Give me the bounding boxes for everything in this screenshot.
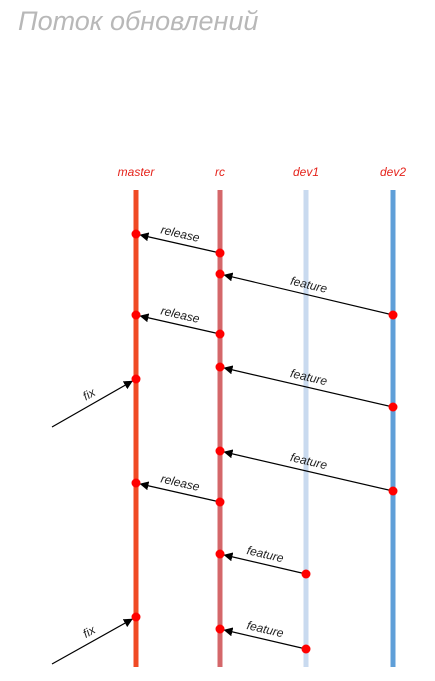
merge-label-feature: feature: [245, 543, 285, 565]
merge-arrow-feature: [223, 627, 307, 650]
commit-node-dev1: [301, 569, 311, 579]
merge-arrow-feature: [223, 552, 307, 575]
merge-label-feature: feature: [245, 618, 285, 640]
commit-node-dev2: [388, 310, 398, 320]
commit-node-rc: [215, 497, 225, 507]
commit-node-master: [131, 374, 141, 384]
commit-node-dev2: [388, 486, 398, 496]
commit-node-rc: [215, 248, 225, 258]
merge-label-feature: feature: [289, 450, 329, 472]
merge-arrow-release: [139, 313, 221, 335]
merge-arrow-release: [139, 232, 221, 254]
merge-label-fix: fix: [80, 385, 98, 404]
merge-label-feature: feature: [289, 274, 329, 296]
merge-arrow-feature: [223, 272, 394, 316]
branch-label-master: master: [118, 165, 156, 179]
commit-node-rc: [215, 362, 225, 372]
branch-label-dev1: dev1: [293, 165, 319, 179]
commit-node-rc: [215, 329, 225, 339]
page-title: Поток обновлений: [18, 6, 259, 36]
commit-node-rc: [215, 549, 225, 559]
merge-arrow-feature: [223, 449, 394, 492]
merge-label-release: release: [159, 472, 201, 494]
commit-node-rc: [215, 624, 225, 634]
commit-node-master: [131, 478, 141, 488]
merge-label-release: release: [159, 304, 201, 326]
commit-node-dev2: [388, 402, 398, 412]
merge-label-feature: feature: [289, 366, 329, 388]
merge-arrow-fix: [51, 618, 133, 665]
merge-label-fix: fix: [80, 622, 98, 641]
merge-label-release: release: [159, 223, 201, 245]
commit-node-rc: [215, 446, 225, 456]
commit-node-master: [131, 612, 141, 622]
commit-node-master: [131, 310, 141, 320]
commit-node-rc: [215, 269, 225, 279]
commit-node-master: [131, 229, 141, 239]
merge-arrow-release: [139, 481, 221, 503]
branch-label-dev2: dev2: [380, 165, 406, 179]
merge-arrow-feature: [223, 365, 394, 408]
branch-label-rc: rc: [215, 165, 225, 179]
merge-arrow-fix: [51, 380, 133, 428]
commit-node-dev1: [301, 644, 311, 654]
